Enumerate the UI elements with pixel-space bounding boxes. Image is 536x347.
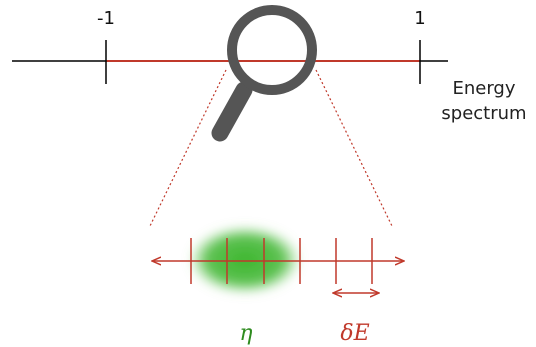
tick-right-label: 1	[414, 8, 425, 29]
tick-left-label: -1	[97, 8, 115, 29]
eta-label: η	[239, 321, 252, 346]
spectrum-caption-line1: Energy	[452, 78, 515, 99]
zoomed-level-ticks	[190, 238, 373, 284]
smoothing-window	[191, 227, 299, 293]
zoom-guide-right	[315, 69, 393, 227]
spectrum-caption-line2: spectrum	[441, 103, 526, 124]
delta-e-label: δE	[340, 321, 369, 346]
magnifying-glass-icon	[211, 5, 317, 142]
zoom-guide-left	[149, 69, 227, 227]
